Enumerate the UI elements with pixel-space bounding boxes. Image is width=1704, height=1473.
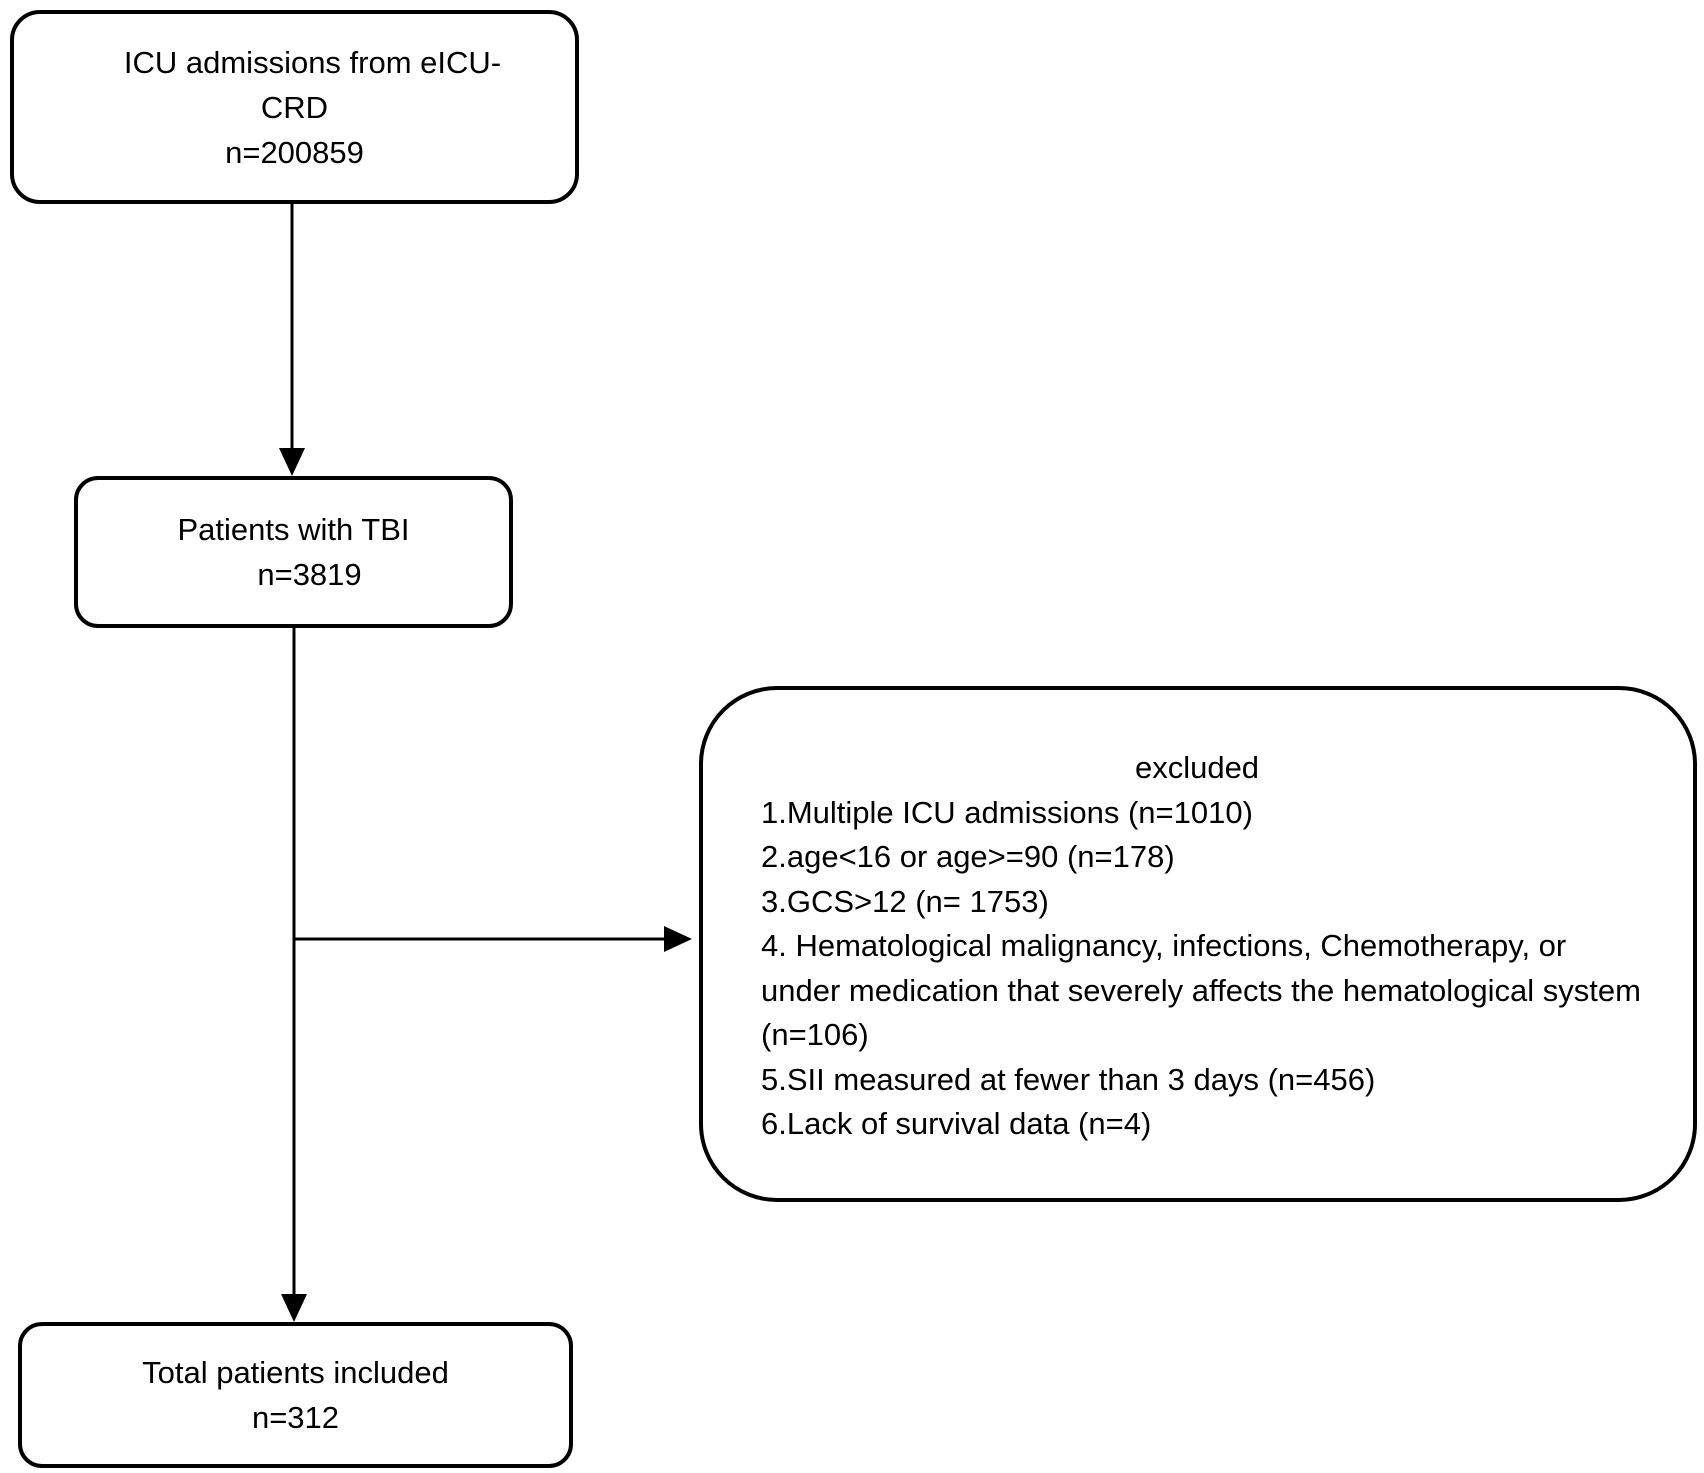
total-included-count: n=312	[251, 1400, 340, 1435]
arrowhead-tbi-to-final	[281, 1294, 307, 1322]
excluded-item: 3.GCS>12 (n= 1753)	[761, 883, 1049, 919]
excluded-box: excluded 1.Multiple ICU admissions (n=10…	[699, 686, 1697, 1202]
icu-admissions-box: ICU admissions from eICU- CRD n=200859	[10, 10, 579, 204]
total-included-box: Total patients included n=312	[18, 1322, 573, 1468]
arrowhead-branch-to-excluded	[664, 926, 692, 952]
icu-admissions-label-line1: ICU admissions from eICU-	[123, 44, 502, 80]
tbi-patients-box: Patients with TBI n=3819	[74, 476, 513, 628]
excluded-item: 4. Hematological malignancy, infections,…	[761, 928, 1641, 1052]
excluded-item: 5.SII measured at fewer than 3 days (n=4…	[761, 1061, 1376, 1097]
icu-admissions-count: n=200859	[225, 134, 364, 170]
icu-admissions-label-line2: CRD	[260, 89, 329, 125]
total-included-label: Total patients included	[142, 1355, 449, 1390]
tbi-patients-count: n=3819	[257, 557, 362, 592]
excluded-title: excluded	[1134, 750, 1260, 785]
excluded-item: 6.Lack of survival data (n=4)	[761, 1106, 1152, 1141]
excluded-item: 2.age<16 or age>=90 (n=178)	[761, 839, 1175, 874]
tbi-patients-label: Patients with TBI	[177, 512, 410, 547]
excluded-item: 1.Multiple ICU admissions (n=1010)	[761, 794, 1253, 830]
arrowhead-start-to-tbi	[279, 448, 305, 476]
